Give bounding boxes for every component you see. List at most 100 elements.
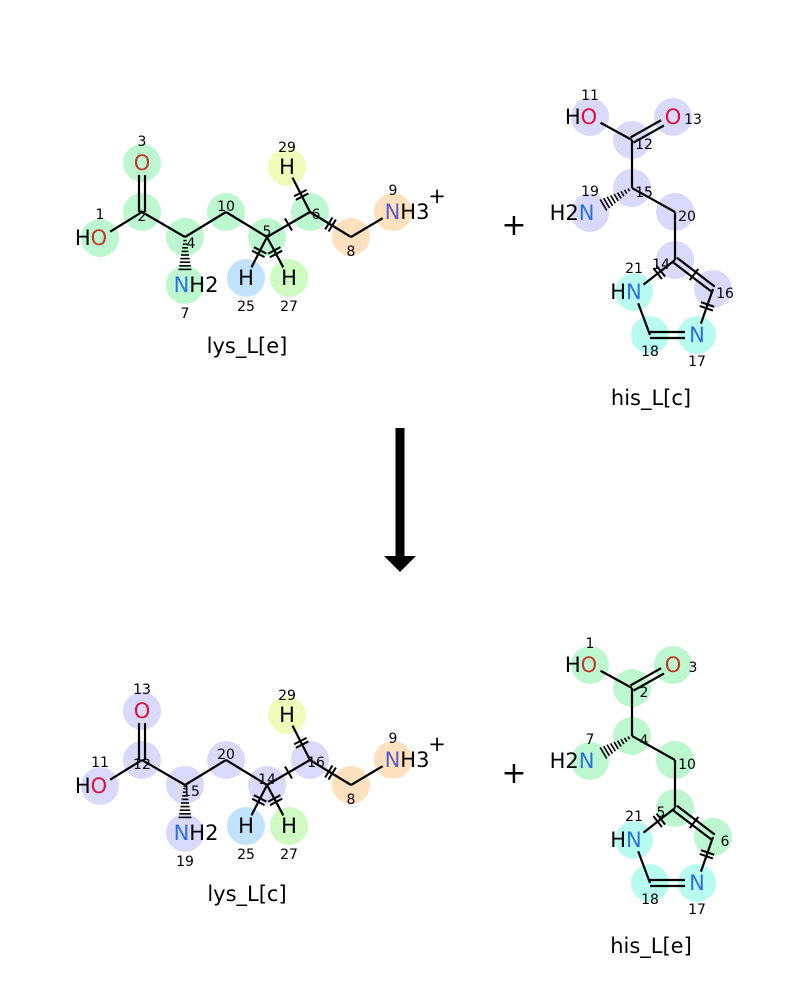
atom-highlight — [374, 193, 412, 231]
atom-symbol: H2N — [550, 749, 595, 773]
bond — [266, 236, 285, 268]
atom-highlight — [678, 864, 716, 902]
atom-number: 9 — [389, 183, 398, 199]
bond — [650, 878, 685, 888]
atom-highlight — [571, 742, 609, 780]
atom-symbol: H2N — [550, 201, 595, 225]
atom-highlight — [268, 696, 306, 734]
bond — [178, 787, 192, 819]
atom-number: 10 — [678, 757, 696, 773]
atom-number: 15 — [635, 185, 653, 201]
atom-symbol: HO — [75, 226, 107, 250]
bond — [178, 239, 192, 271]
bond — [250, 236, 268, 268]
atom-highlight — [227, 807, 265, 845]
plus-sign-top: + — [501, 208, 526, 243]
bond — [350, 765, 384, 786]
bond — [650, 330, 685, 340]
atom-symbol: N — [689, 871, 705, 895]
bond — [631, 187, 676, 213]
charge-label: + — [428, 184, 446, 208]
atom-number: 9 — [389, 731, 398, 747]
atom-symbol: NH2 — [174, 273, 219, 297]
atom-symbol: O — [665, 105, 682, 129]
bond — [109, 211, 143, 233]
atom-number: 5 — [657, 805, 666, 821]
bond — [109, 759, 143, 781]
atom-highlight — [166, 266, 204, 304]
bond — [141, 759, 186, 786]
bond — [637, 850, 652, 884]
atom-symbol: H — [281, 266, 297, 290]
atom-highlight — [81, 767, 119, 805]
bond — [291, 177, 311, 213]
atom-number: 6 — [721, 834, 730, 850]
atom-symbol: HO — [565, 105, 597, 129]
atom-number: 10 — [217, 199, 235, 215]
atom-number: 4 — [640, 733, 649, 749]
bond — [629, 667, 665, 692]
atom-number: 14 — [258, 772, 276, 788]
bond — [599, 736, 631, 759]
bond — [599, 188, 631, 211]
atom-highlight — [123, 144, 161, 182]
atom-number: 27 — [280, 847, 298, 863]
atom-number: 8 — [347, 792, 356, 808]
atom-highlight — [571, 646, 609, 684]
bond — [184, 211, 227, 238]
molecule-name: lys_L[c] — [207, 882, 286, 907]
atom-highlight — [678, 316, 716, 354]
bond — [642, 807, 676, 834]
atom-number: 20 — [217, 747, 235, 763]
molecule-name: lys_L[e] — [207, 334, 288, 359]
atom-number: 13 — [133, 682, 151, 698]
atom-number: 25 — [237, 847, 255, 863]
atom-number: 5 — [263, 224, 272, 240]
bond — [137, 175, 147, 212]
charge-label: + — [428, 732, 446, 756]
atom-number: 19 — [581, 184, 599, 200]
atom-number: 12 — [635, 137, 653, 153]
atom-number: 13 — [684, 112, 702, 128]
atom-number: 8 — [347, 244, 356, 260]
bond — [266, 759, 311, 786]
atom-symbol: HO — [565, 653, 597, 677]
atom-number: 21 — [625, 809, 643, 825]
bond — [699, 836, 715, 873]
atom-highlight — [374, 741, 412, 779]
atom-number: 6 — [312, 207, 321, 223]
bond — [599, 121, 633, 141]
bond — [137, 723, 147, 760]
plus-sign-bottom: + — [501, 756, 526, 791]
molecule-name: his_L[c] — [611, 386, 691, 411]
atom-number: 1 — [586, 636, 595, 652]
atom-highlight — [571, 194, 609, 232]
atom-symbol: NH2 — [174, 821, 219, 845]
molecule-name: his_L[e] — [610, 934, 692, 959]
atom-symbol: H — [238, 814, 254, 838]
atom-highlight — [166, 814, 204, 852]
atom-number: 15 — [182, 784, 200, 800]
bond — [266, 784, 285, 816]
atom-number: 17 — [688, 354, 706, 370]
atom-number: 11 — [581, 88, 599, 104]
atom-highlight — [81, 219, 119, 257]
atom-number: 29 — [278, 140, 296, 156]
atom-symbol: H — [281, 814, 297, 838]
atom-symbol: O — [665, 653, 682, 677]
bond — [184, 759, 227, 786]
atom-highlight — [270, 807, 308, 845]
atom-number: 4 — [187, 236, 196, 252]
atom-highlight — [123, 692, 161, 730]
atom-number: 14 — [652, 257, 670, 273]
atom-highlight — [615, 821, 653, 859]
atom-number: 1 — [96, 207, 105, 223]
bond — [672, 804, 716, 841]
atom-number: 20 — [678, 209, 696, 225]
